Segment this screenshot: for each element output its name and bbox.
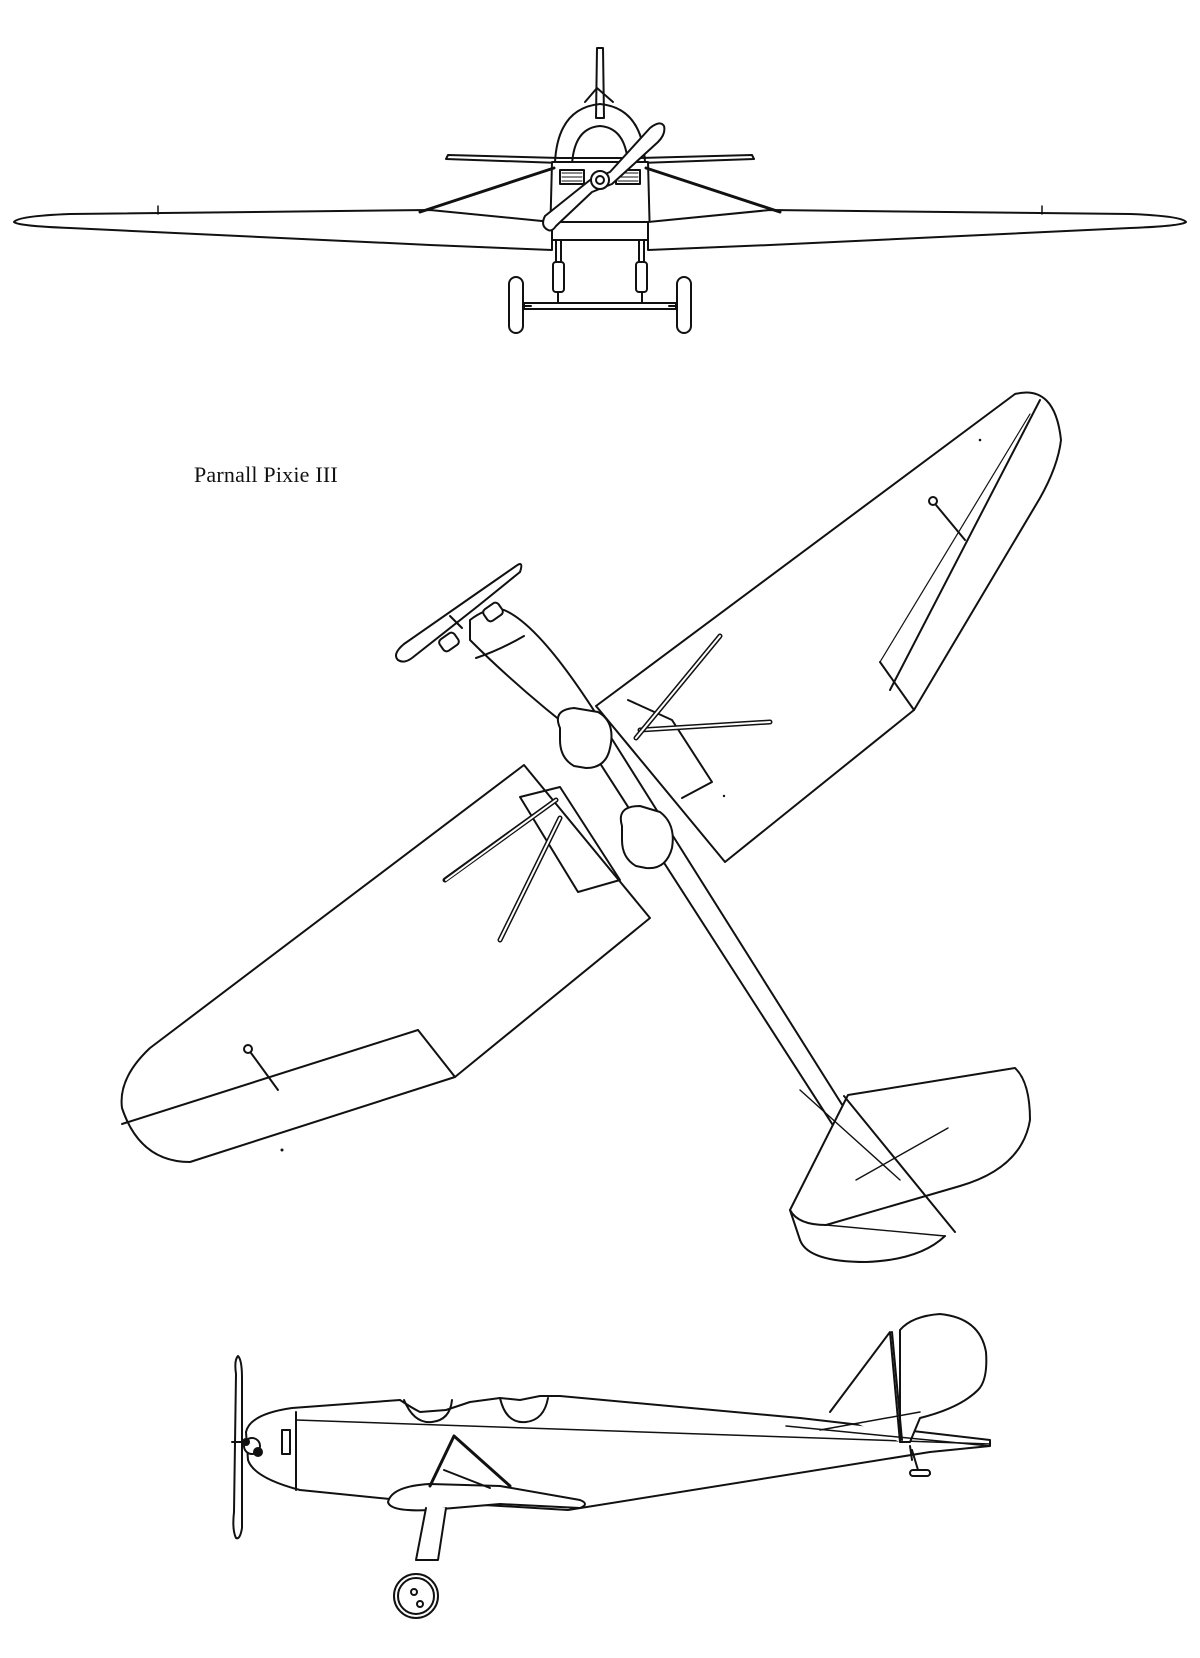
side-fin — [830, 1332, 900, 1442]
front-wing-right — [648, 210, 1186, 250]
front-fin — [596, 48, 604, 118]
front-spinner — [591, 171, 609, 189]
front-view — [0, 0, 1200, 360]
side-wing — [388, 1484, 585, 1510]
plan-tailplane — [790, 1068, 1030, 1225]
front-cowling — [555, 104, 645, 162]
plan-cockpit-front — [558, 708, 612, 768]
front-tailplane — [446, 155, 754, 163]
side-wheel — [394, 1574, 438, 1618]
plan-view — [0, 0, 1200, 1290]
aircraft-caption: Parnall Pixie III — [194, 462, 338, 487]
side-rudder — [900, 1314, 986, 1442]
front-wing-left — [14, 210, 552, 250]
plan-wing-right — [596, 392, 1061, 862]
plan-propeller — [396, 564, 521, 662]
side-propeller — [233, 1356, 242, 1538]
plan-cockpit-rear — [621, 806, 673, 868]
plan-wing-left — [122, 765, 650, 1162]
